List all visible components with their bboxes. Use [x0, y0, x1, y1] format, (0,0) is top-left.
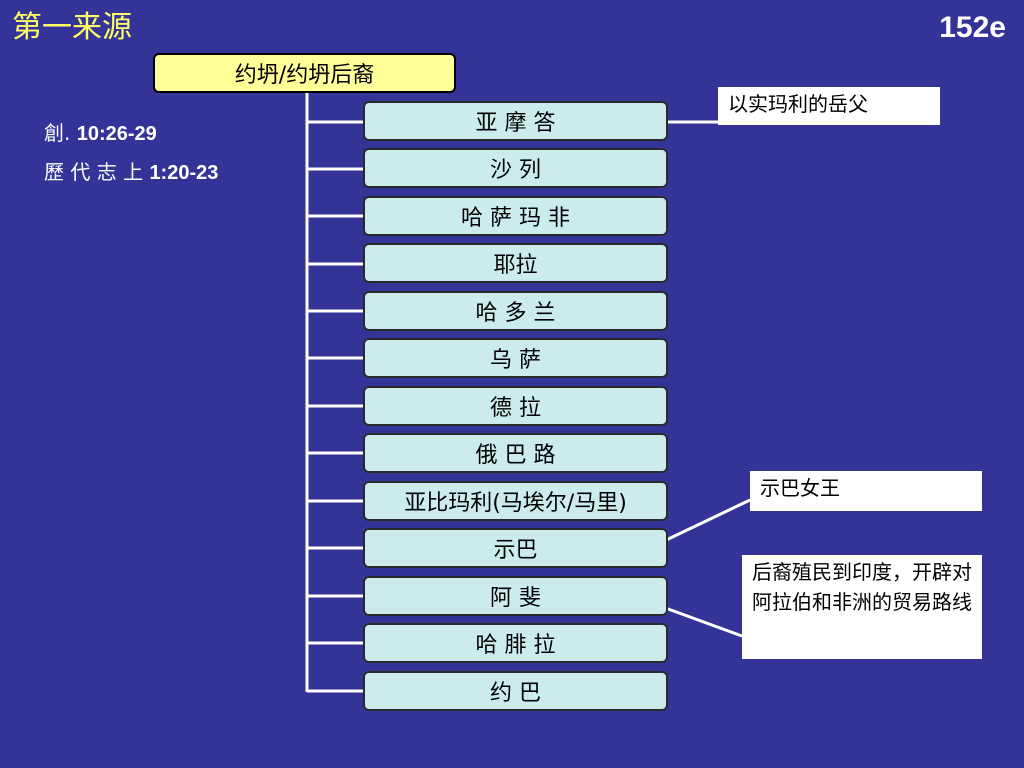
reference-verse: 10:26-29: [76, 123, 157, 145]
descendant-node: 德 拉: [363, 386, 668, 426]
scripture-reference: 創. 10:26-29: [44, 120, 157, 147]
slide-number: 152e: [939, 11, 1006, 44]
descendant-node: 俄 巴 路: [363, 433, 668, 473]
note-box: 后裔殖民到印度，开辟对阿拉伯和非洲的贸易路线: [742, 555, 982, 659]
tree-root-node: 约坍/约坍后裔: [153, 53, 456, 93]
note-connector: [659, 498, 751, 545]
descendant-node: 耶拉: [363, 243, 668, 283]
descendant-node: 哈 多 兰: [363, 291, 668, 331]
descendant-node: 约 巴: [363, 671, 668, 711]
reference-verse: 1:20-23: [149, 162, 219, 184]
descendant-node: 乌 萨: [363, 338, 668, 378]
descendant-node: 沙 列: [363, 148, 668, 188]
descendant-node: 亚 摩 答: [363, 101, 668, 141]
descendant-node: 阿 斐: [363, 576, 668, 616]
descendant-node: 亚比玛利(马埃尔/马里): [363, 481, 668, 521]
descendant-node: 示巴: [363, 528, 668, 568]
reference-book: 歷 代 志 上: [44, 160, 150, 184]
descendant-node: 哈 腓 拉: [363, 623, 668, 663]
note-box: 示巴女王: [750, 471, 982, 511]
reference-book: 創.: [44, 121, 77, 145]
note-box: 以实玛利的岳父: [718, 87, 940, 125]
slide-title: 第一来源: [12, 10, 132, 45]
scripture-reference: 歷 代 志 上 1:20-23: [44, 159, 218, 186]
note-connector: [659, 604, 743, 638]
descendant-node: 哈 萨 玛 非: [363, 196, 668, 236]
